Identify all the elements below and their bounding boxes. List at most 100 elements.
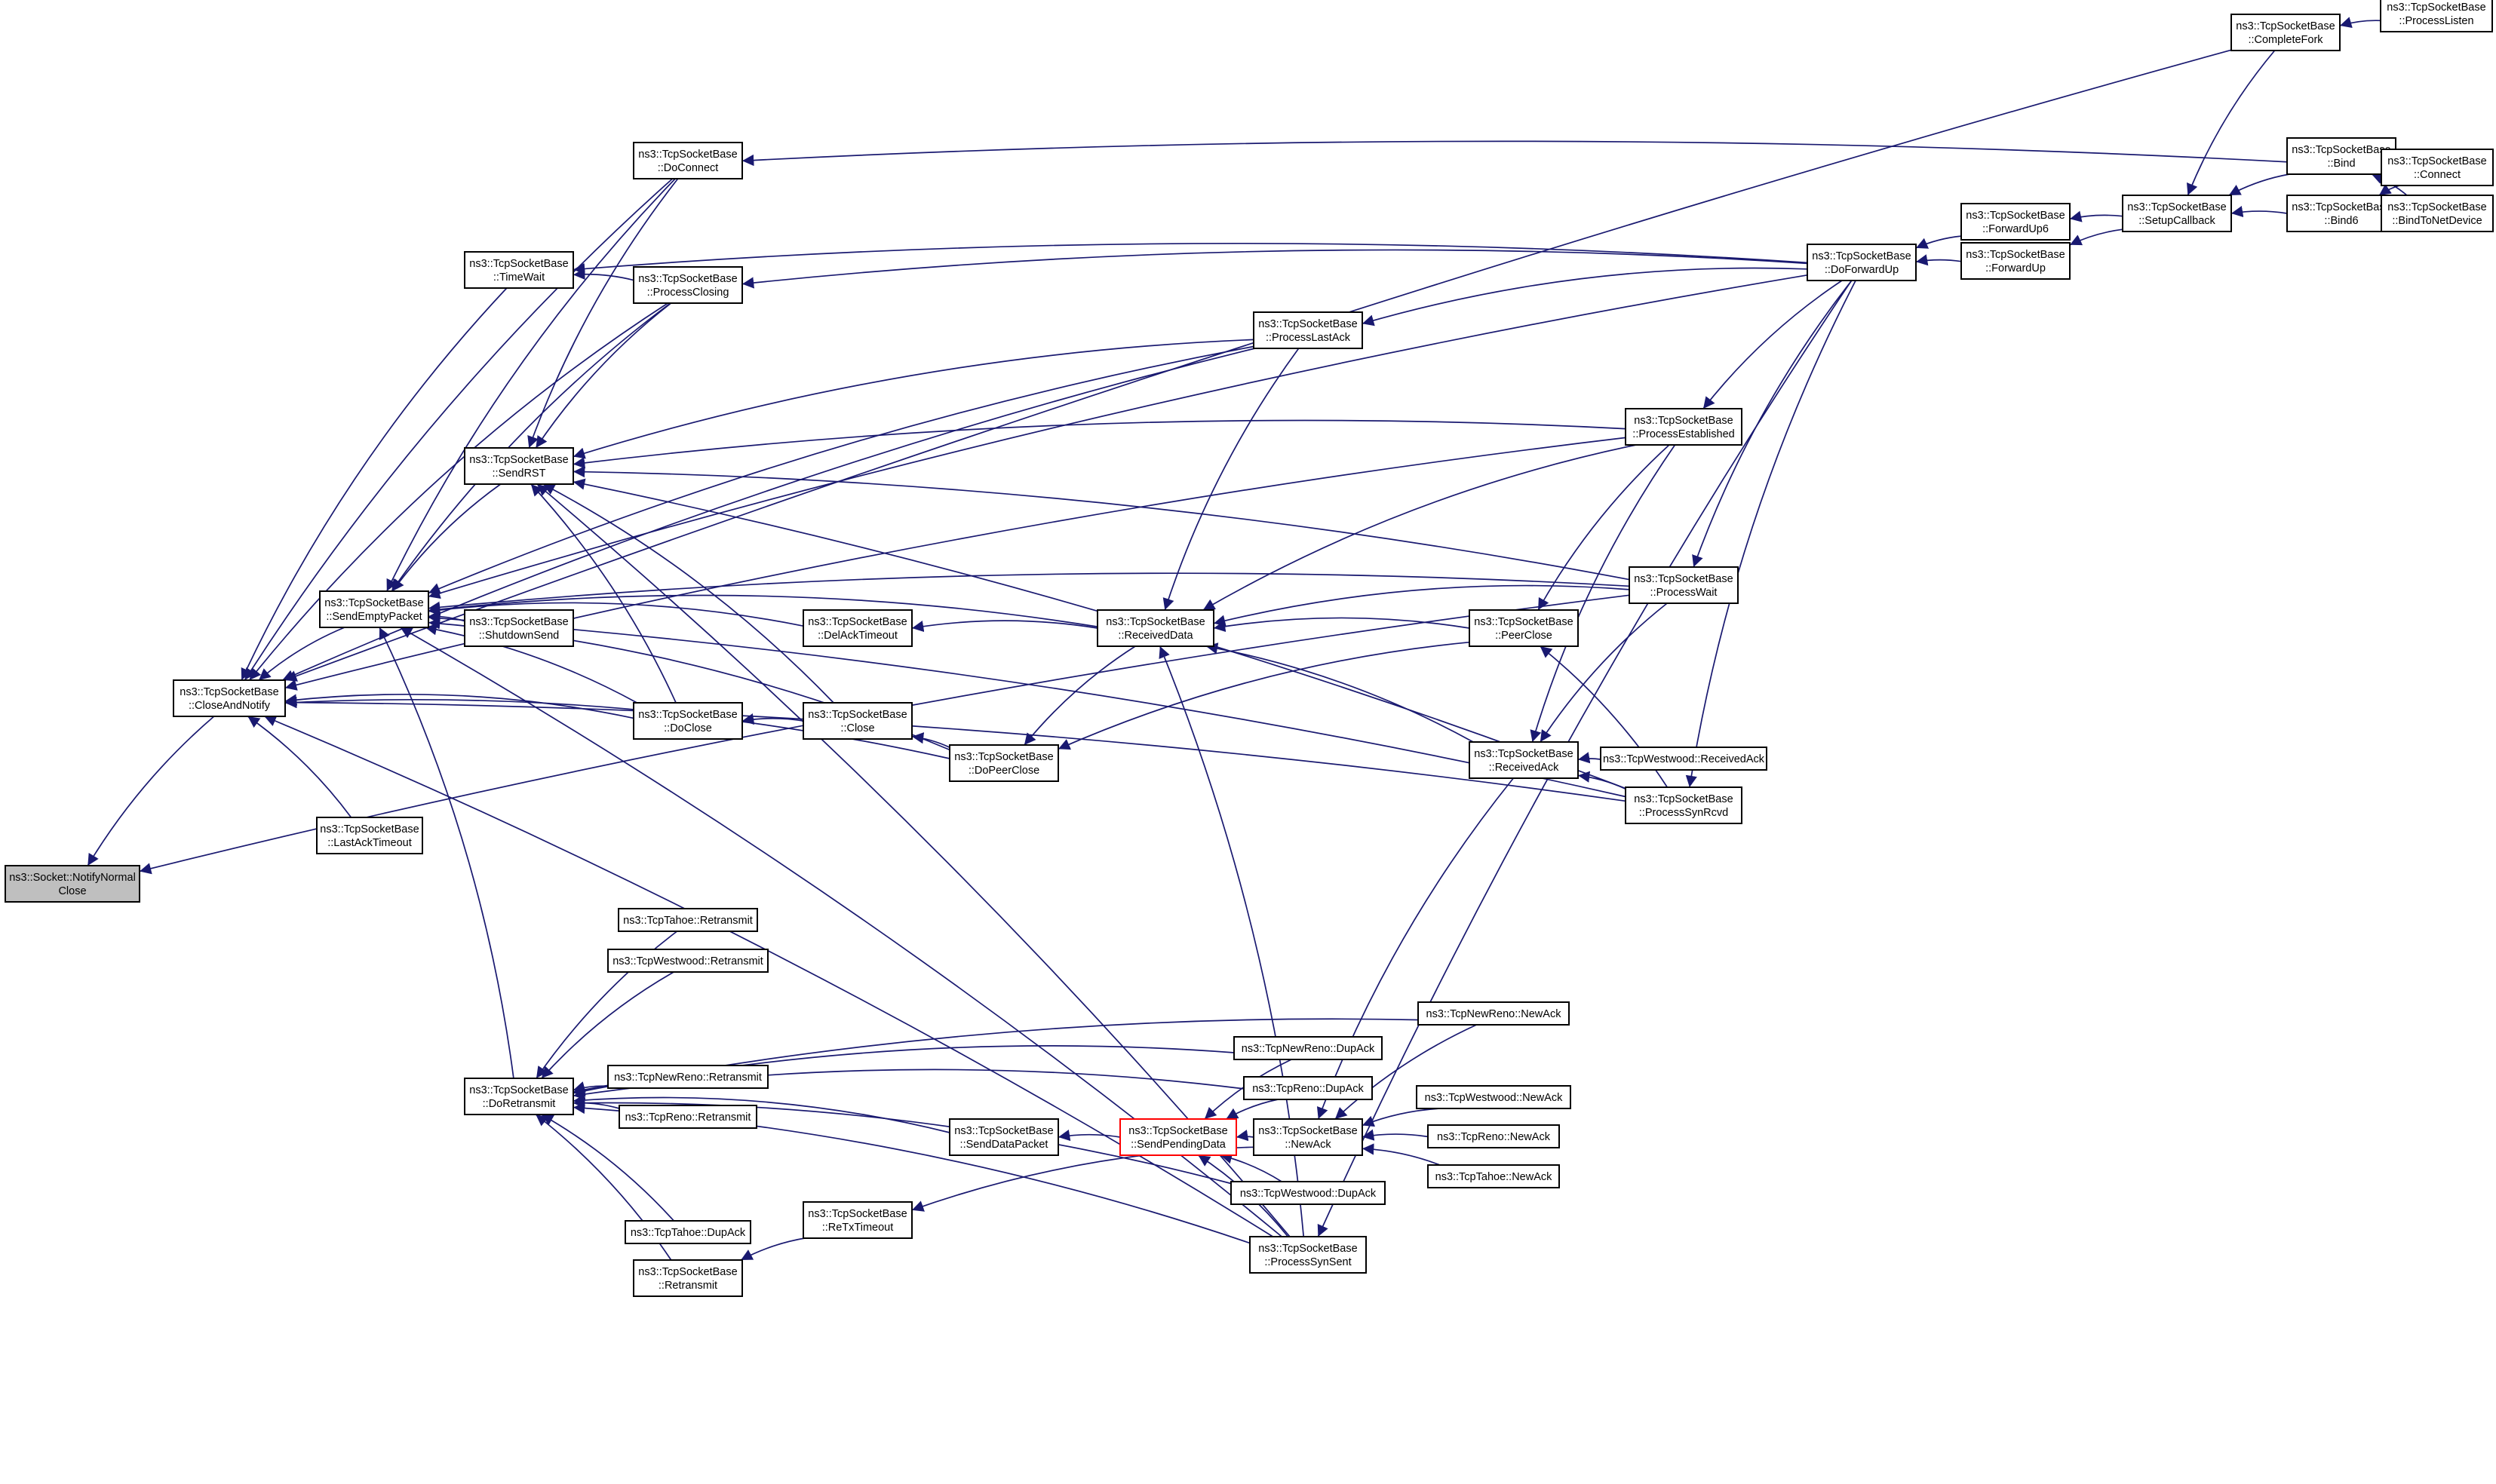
node-label: ::SendEmptyPacket — [326, 611, 422, 623]
node-renoNewAck[interactable]: ns3::TcpReno::NewAck — [1427, 1124, 1560, 1148]
node-label: ::ReceivedData — [1118, 630, 1193, 642]
edge-tahoeNewAck-to-newAck — [1362, 1143, 1441, 1166]
node-doPeerClose[interactable]: ns3::TcpSocketBase::DoPeerClose — [949, 744, 1059, 782]
node-sendDataPacket[interactable]: ns3::TcpSocketBase::SendDataPacket — [949, 1118, 1059, 1156]
node-doRetransmit[interactable]: ns3::TcpSocketBase::DoRetransmit — [464, 1078, 574, 1115]
node-label: ::ProcessClosing — [647, 287, 729, 299]
node-renoRetransmit[interactable]: ns3::TcpReno::Retransmit — [619, 1105, 757, 1129]
edge-tahoeDupAck-to-doRetransmit — [541, 1114, 674, 1222]
node-box — [1417, 1001, 1570, 1026]
node-label: ::NewAck — [1285, 1139, 1331, 1151]
node-newRenoNewAck[interactable]: ns3::TcpNewReno::NewAck — [1417, 1001, 1570, 1026]
node-label: ns3::TcpNewReno::Retransmit — [614, 1072, 762, 1084]
node-label: ::SendDataPacket — [960, 1139, 1048, 1151]
node-westwoodReceivedAck[interactable]: ns3::TcpWestwood::ReceivedAck — [1600, 747, 1767, 771]
node-label: ::Connect — [2414, 169, 2461, 181]
node-processClosing[interactable]: ns3::TcpSocketBase::ProcessClosing — [633, 266, 743, 304]
node-doConnect[interactable]: ns3::TcpSocketBase::DoConnect — [633, 142, 743, 179]
node-bindToNetDevice[interactable]: ns3::TcpSocketBase::BindToNetDevice — [2381, 195, 2494, 232]
node-close[interactable]: ns3::TcpSocketBase::Close — [803, 702, 913, 740]
node-receivedAck[interactable]: ns3::TcpSocketBase::ReceivedAck — [1469, 741, 1579, 779]
node-label: ::SendRST — [493, 468, 546, 480]
node-label: ::Close — [840, 722, 874, 734]
node-tahoeNewAck[interactable]: ns3::TcpTahoe::NewAck — [1427, 1164, 1560, 1188]
node-label: ns3::TcpWestwood::ReceivedAck — [1603, 753, 1765, 765]
edge-sendPendingData-to-sendDataPacket — [1058, 1130, 1121, 1142]
node-label: ::ShutdownSend — [479, 630, 559, 642]
node-label: ::CloseAndNotify — [189, 700, 271, 712]
edge-processWait-to-sendEmptyPacket — [428, 572, 1630, 613]
node-forwardUp[interactable]: ns3::TcpSocketBase::ForwardUp — [1960, 242, 2071, 280]
node-box — [464, 251, 574, 289]
node-bind[interactable]: ns3::TcpSocketBase::Bind — [2286, 137, 2396, 175]
node-retransmit[interactable]: ns3::TcpSocketBase::Retransmit — [633, 1259, 743, 1297]
node-label: ns3::TcpSocketBase — [1258, 1125, 1357, 1137]
edge-processWait-to-receivedAck — [1540, 602, 1668, 743]
node-box — [625, 1220, 751, 1244]
node-box — [2122, 195, 2232, 232]
node-renoDupAck[interactable]: ns3::TcpReno::DupAck — [1243, 1076, 1373, 1100]
node-newRenoDupAck[interactable]: ns3::TcpNewReno::DupAck — [1233, 1036, 1383, 1060]
node-timeWait[interactable]: ns3::TcpSocketBase::TimeWait — [464, 251, 574, 289]
node-label: ::ProcessListen — [2399, 15, 2473, 27]
node-delAckTimeout[interactable]: ns3::TcpSocketBase::DelAckTimeout — [803, 609, 913, 647]
node-label: ns3::TcpSocketBase — [638, 709, 737, 721]
node-closeAndNotify[interactable]: ns3::TcpSocketBase::CloseAndNotify — [173, 679, 286, 717]
node-bind6[interactable]: ns3::TcpSocketBase::Bind6 — [2286, 195, 2396, 232]
node-label: ns3::TcpSocketBase — [954, 751, 1053, 763]
node-shutdownSend[interactable]: ns3::TcpSocketBase::ShutdownSend — [464, 609, 574, 647]
node-connect[interactable]: ns3::TcpSocketBase::Connect — [2381, 149, 2494, 186]
node-westwoodDupAck[interactable]: ns3::TcpWestwood::DupAck — [1230, 1181, 1386, 1205]
node-processSynRcvd[interactable]: ns3::TcpSocketBase::ProcessSynRcvd — [1625, 786, 1742, 824]
node-box — [803, 609, 913, 647]
node-processSynSent[interactable]: ns3::TcpSocketBase::ProcessSynSent — [1249, 1236, 1367, 1274]
node-completeFork[interactable]: ns3::TcpSocketBase::CompleteFork — [2230, 14, 2341, 51]
edge-westwoodDupAck-to-doRetransmit — [573, 1096, 1232, 1185]
node-forwardUp6[interactable]: ns3::TcpSocketBase::ForwardUp6 — [1960, 203, 2071, 241]
node-westwoodRetransmit[interactable]: ns3::TcpWestwood::Retransmit — [607, 949, 769, 973]
node-doClose[interactable]: ns3::TcpSocketBase::DoClose — [633, 702, 743, 740]
node-box — [2286, 137, 2396, 175]
node-lastAckTimeout[interactable]: ns3::TcpSocketBase::LastAckTimeout — [316, 817, 423, 854]
edge-reTxTimeout-to-retransmit — [740, 1237, 806, 1261]
node-processListen[interactable]: ns3::TcpSocketBase::ProcessListen — [2380, 0, 2493, 32]
node-label: ::Retransmit — [659, 1280, 717, 1292]
node-receivedData[interactable]: ns3::TcpSocketBase::ReceivedData — [1097, 609, 1214, 647]
node-box — [1625, 786, 1742, 824]
node-sendPendingData[interactable]: ns3::TcpSocketBase::SendPendingData — [1119, 1118, 1237, 1156]
node-sendEmptyPacket[interactable]: ns3::TcpSocketBase::SendEmptyPacket — [319, 590, 429, 628]
node-box — [1416, 1085, 1571, 1109]
node-newRenoRetransmit[interactable]: ns3::TcpNewReno::Retransmit — [607, 1065, 769, 1089]
node-reTxTimeout[interactable]: ns3::TcpSocketBase::ReTxTimeout — [803, 1201, 913, 1239]
node-tahoeDupAck[interactable]: ns3::TcpTahoe::DupAck — [625, 1220, 751, 1244]
node-box — [319, 590, 429, 628]
node-label: ns3::TcpSocketBase — [180, 686, 278, 698]
edge-doConnect-to-sendEmptyPacket — [386, 178, 676, 592]
node-label: ns3::TcpSocketBase — [954, 1125, 1053, 1137]
edge-doForwardUp-to-processEstablished — [1702, 280, 1843, 409]
node-sendRST[interactable]: ns3::TcpSocketBase::SendRST — [464, 447, 574, 485]
node-box — [5, 865, 140, 903]
node-box — [1427, 1164, 1560, 1188]
edge-doConnect-to-closeAndNotify — [244, 178, 674, 681]
node-processLastAck[interactable]: ns3::TcpSocketBase::ProcessLastAck — [1253, 311, 1363, 349]
node-tahoeRetransmit[interactable]: ns3::TcpTahoe::Retransmit — [618, 908, 758, 932]
edge-sendDataPacket-to-doRetransmit — [573, 1094, 950, 1133]
node-newAck[interactable]: ns3::TcpSocketBase::NewAck — [1253, 1118, 1363, 1156]
edge-connect-to-doConnect — [741, 140, 2382, 168]
node-processWait[interactable]: ns3::TcpSocketBase::ProcessWait — [1629, 566, 1739, 604]
node-westwoodNewAck[interactable]: ns3::TcpWestwood::NewAck — [1416, 1085, 1571, 1109]
node-label: ns3::TcpSocketBase — [469, 454, 568, 466]
node-label: ns3::TcpTahoe::NewAck — [1435, 1171, 1552, 1183]
edge-setupCallback-to-forwardUp6 — [2069, 210, 2123, 222]
node-label: ::ProcessEstablished — [1632, 428, 1734, 440]
node-setupCallback[interactable]: ns3::TcpSocketBase::SetupCallback — [2122, 195, 2232, 232]
node-label: ::DoConnect — [658, 162, 719, 174]
edge-newAck-to-reTxTimeout — [911, 1146, 1254, 1212]
edge-processSynRcvd-to-sendEmptyPacket — [428, 612, 1626, 798]
node-processEstablished[interactable]: ns3::TcpSocketBase::ProcessEstablished — [1625, 408, 1742, 446]
node-doForwardUp[interactable]: ns3::TcpSocketBase::DoForwardUp — [1807, 244, 1917, 281]
node-peerClose[interactable]: ns3::TcpSocketBase::PeerClose — [1469, 609, 1579, 647]
